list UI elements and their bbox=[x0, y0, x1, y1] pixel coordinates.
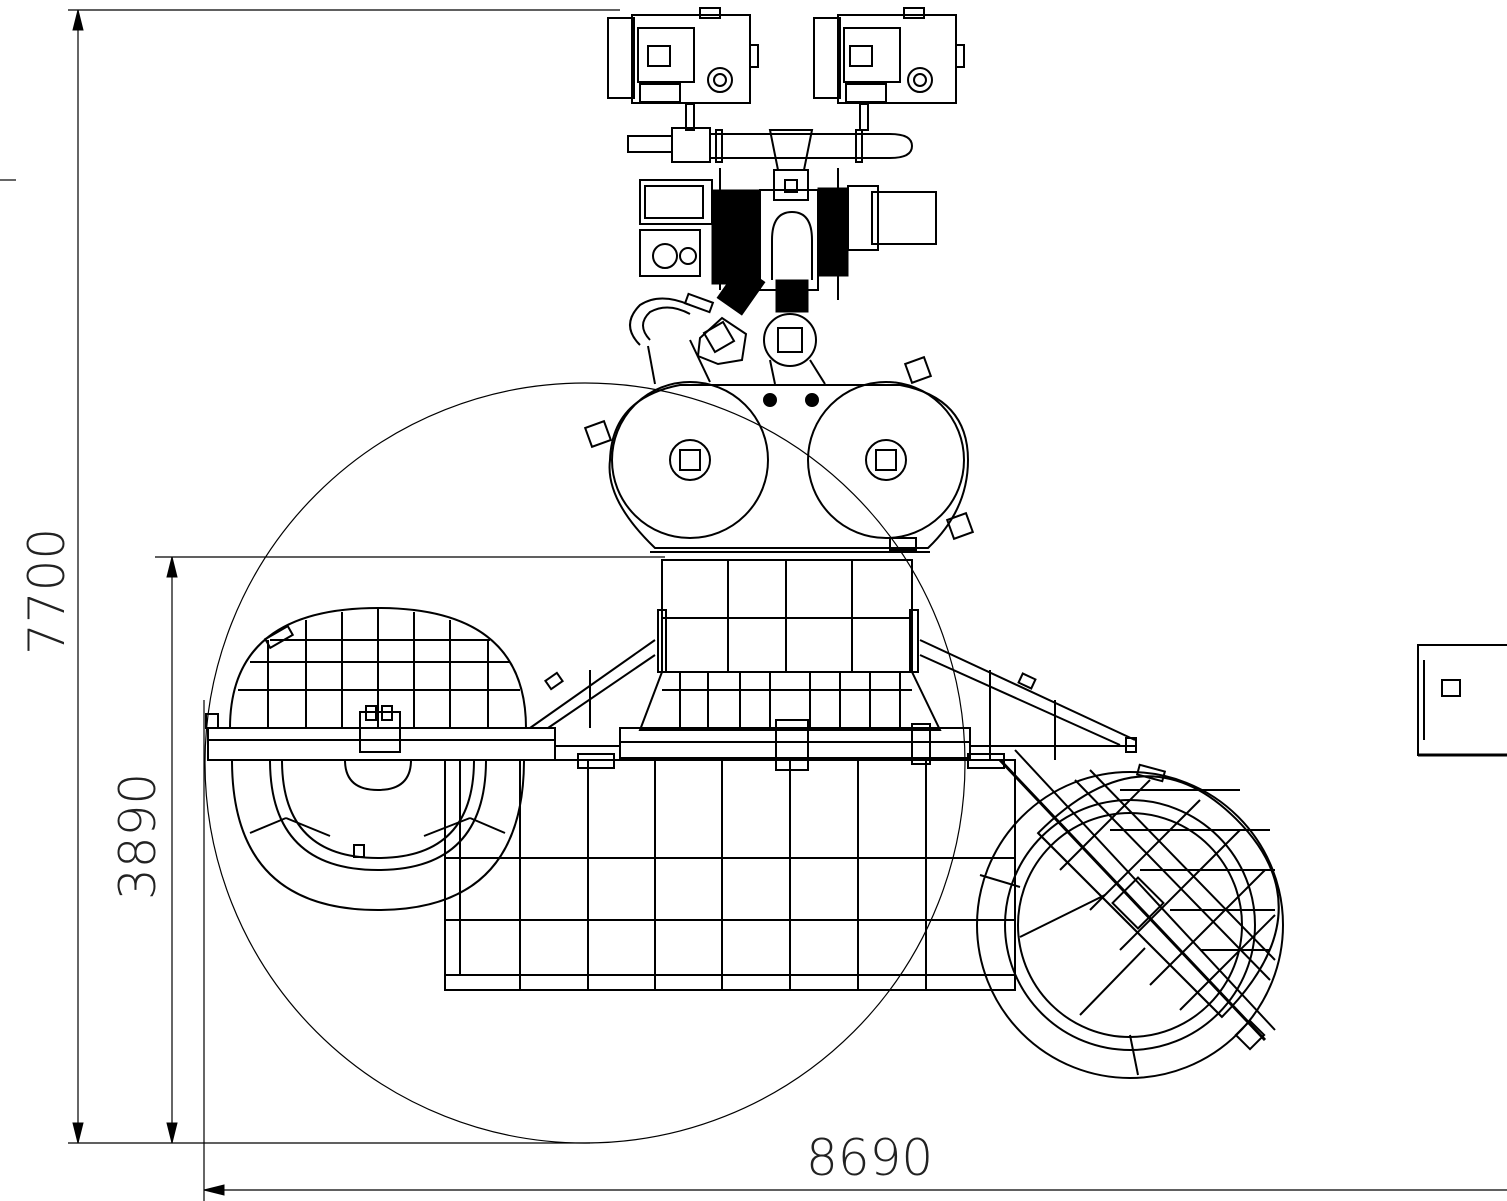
dimension-overall-height: 7700 bbox=[0, 9, 620, 1144]
dim-label-3890: 3890 bbox=[109, 773, 167, 900]
inspection-flanges bbox=[629, 297, 826, 385]
main-deck bbox=[205, 639, 1137, 769]
central-tower bbox=[638, 559, 942, 771]
pipe-manifold bbox=[627, 103, 914, 171]
dim-label-7700: 7700 bbox=[18, 528, 76, 655]
right-drum-body bbox=[976, 749, 1284, 1079]
dimension-overall-width: 8690 bbox=[203, 700, 1507, 1201]
top-left-motor bbox=[607, 7, 759, 104]
right-drum-door bbox=[1036, 775, 1280, 1019]
top-right-motor bbox=[813, 7, 965, 104]
lower-cage-frame bbox=[444, 670, 1056, 991]
swing-radius-circle bbox=[204, 382, 966, 1144]
dim-label-8690: 8690 bbox=[806, 1129, 933, 1187]
middle-drive bbox=[639, 168, 937, 316]
left-drum-door bbox=[228, 606, 528, 912]
dimension-lower-height: 3890 bbox=[109, 556, 665, 1144]
side-electrical-cabinet bbox=[1417, 644, 1507, 757]
twin-drum-housing bbox=[583, 355, 975, 553]
